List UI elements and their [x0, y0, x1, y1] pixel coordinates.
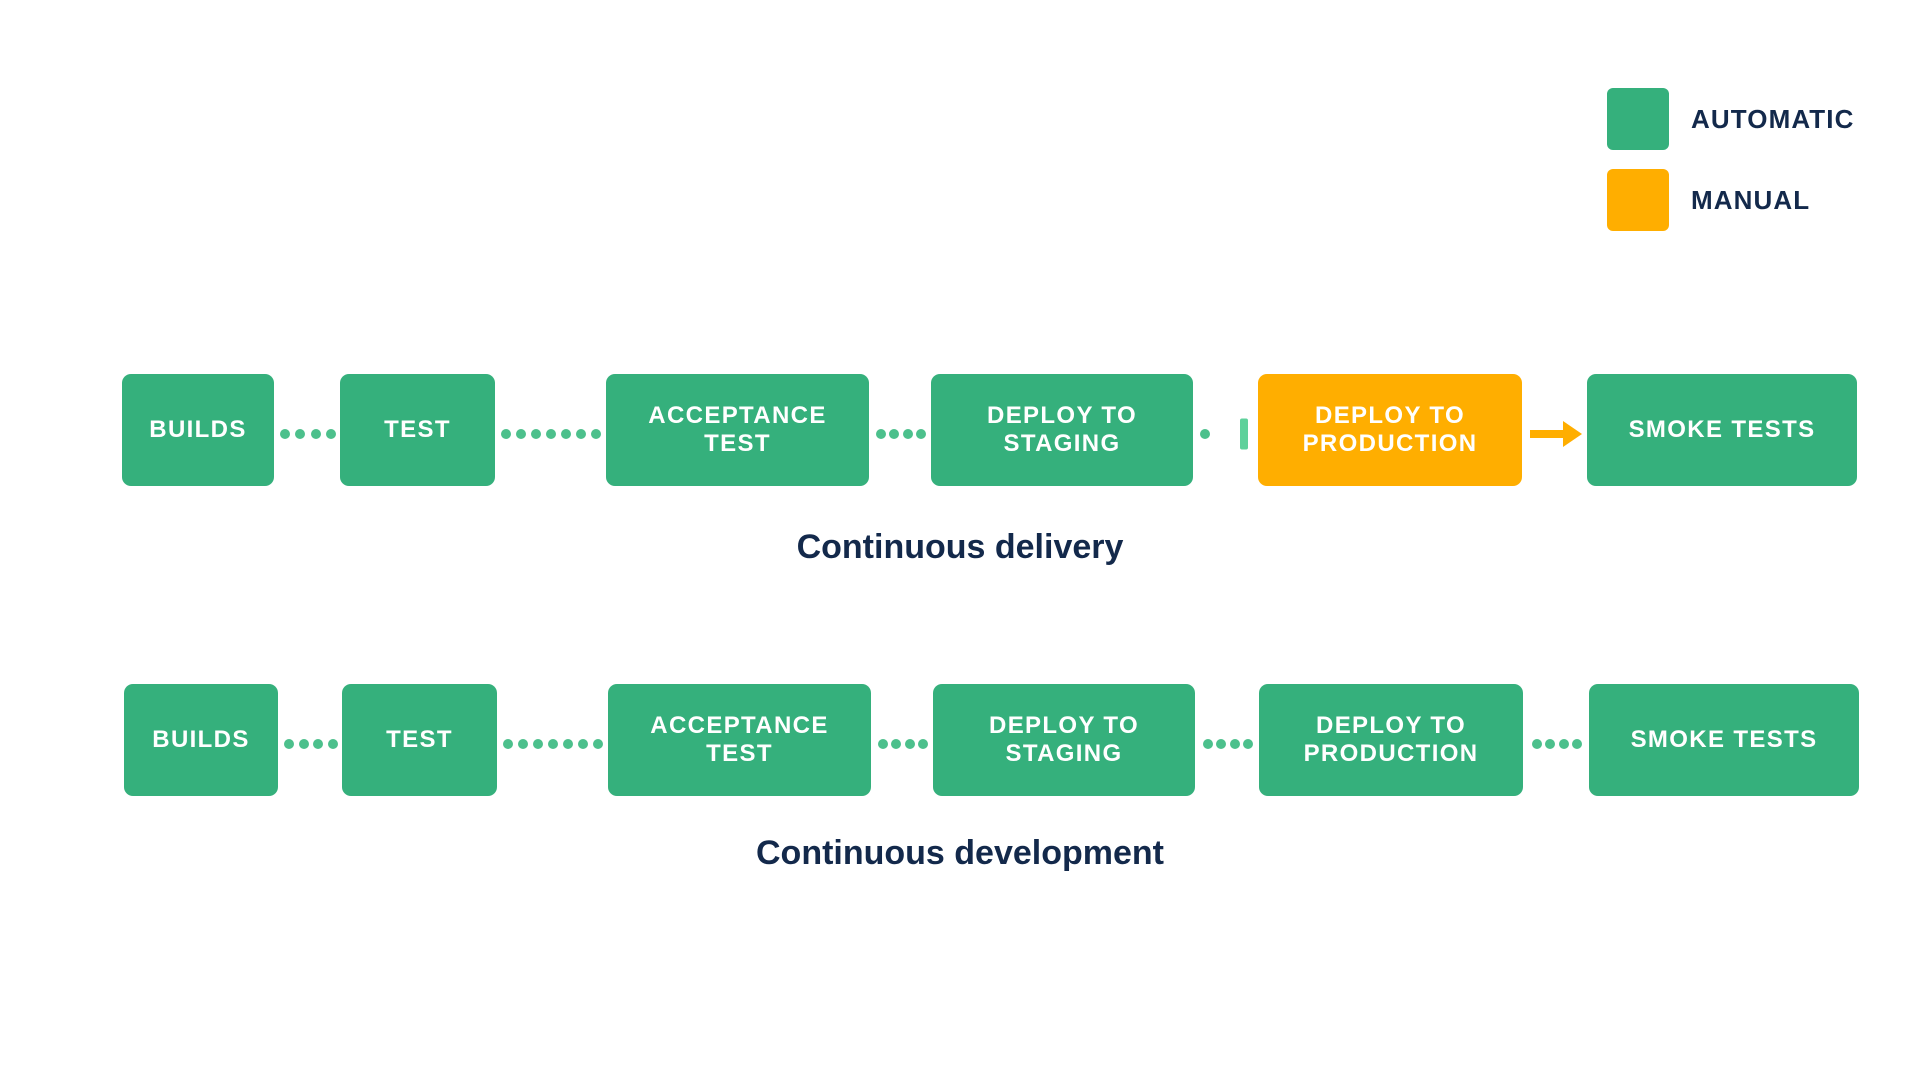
pipeline-stage-label: DEPLOY TO PRODUCTION [1302, 401, 1478, 457]
pipeline-stage-acceptance-test[interactable]: ACCEPTANCE TEST [606, 374, 869, 486]
connector-dot [915, 429, 926, 439]
pipeline-stage-label: DEPLOY TO PRODUCTION [1303, 711, 1479, 767]
pipeline-stage-test[interactable]: TEST [340, 374, 495, 486]
connector-dot [518, 739, 528, 749]
pipeline-stage-deploy-to-production[interactable]: DEPLOY TO PRODUCTION [1259, 684, 1523, 796]
connector-dot [876, 429, 886, 439]
connector-dot [878, 739, 888, 749]
orange-square-swatch-icon [1607, 169, 1669, 231]
connector-dot [548, 739, 558, 749]
pipeline-continuous-delivery: BUILDS TEST ACCEPTANCE TEST DEPLOY TO STAGI… [0, 374, 1920, 494]
connector-dot [576, 429, 586, 439]
connector-dotted [876, 428, 926, 440]
connector-dot [1229, 739, 1240, 749]
pipeline-stage-deploy-to-staging[interactable]: DEPLOY TO STAGING [931, 374, 1193, 486]
pipeline-stage-smoke-tests[interactable]: SMOKE TESTS [1587, 374, 1857, 486]
pipeline-stage-smoke-tests[interactable]: SMOKE TESTS [1589, 684, 1859, 796]
connector-dotted [1200, 428, 1252, 440]
connector-dotted [501, 428, 601, 440]
connector-dotted [280, 428, 336, 440]
connector-dotted [1532, 738, 1582, 750]
pipeline-stage-builds[interactable]: BUILDS [122, 374, 274, 486]
pipeline-stage-label: DEPLOY TO STAGING [987, 401, 1137, 457]
connector-dot [501, 429, 511, 439]
connector-arrow-icon [1530, 421, 1582, 447]
connector-dot [327, 739, 338, 749]
connector-dot [904, 739, 915, 749]
connector-dot [1200, 429, 1210, 439]
connector-dot [1558, 739, 1569, 749]
pipeline-stage-builds[interactable]: BUILDS [124, 684, 278, 796]
connector-dot [1532, 739, 1542, 749]
manual-gate-marker-icon [1240, 418, 1248, 450]
connector-dot [591, 429, 601, 439]
pipeline-stage-label: SMOKE TESTS [1628, 415, 1816, 443]
pipeline-stage-acceptance-test[interactable]: ACCEPTANCE TEST [608, 684, 871, 796]
connector-dot [1216, 739, 1227, 749]
connector-dot [280, 429, 290, 439]
connector-dotted [284, 738, 338, 750]
connector-dot [325, 429, 336, 439]
legend: AUTOMATIC MANUAL [1607, 88, 1854, 231]
arrow-shaft [1530, 430, 1563, 438]
connector-dot [889, 429, 900, 439]
connector-dot [531, 429, 541, 439]
pipeline-continuous-development: BUILDS TEST ACCEPTANCE TEST DEPLOY TO STAGI… [0, 684, 1920, 804]
connector-dot [578, 739, 588, 749]
connector-dotted [1203, 738, 1253, 750]
connector-dot [1242, 739, 1253, 749]
pipeline-stage-label: BUILDS [149, 415, 247, 443]
pipeline-stage-label: TEST [386, 725, 453, 753]
pipeline-stage-label: BUILDS [152, 725, 250, 753]
pipeline-stage-label: TEST [384, 415, 451, 443]
connector-dot [295, 429, 306, 439]
legend-item-manual: MANUAL [1607, 169, 1854, 231]
pipeline-stage-label: SMOKE TESTS [1630, 725, 1818, 753]
pipeline-caption-continuous-development: Continuous development [756, 834, 1164, 872]
connector-dot [563, 739, 573, 749]
connector-dot [1545, 739, 1556, 749]
pipeline-stage-label: ACCEPTANCE TEST [648, 401, 827, 457]
connector-dotted [503, 738, 603, 750]
connector-dot [1571, 739, 1582, 749]
green-square-swatch-icon [1607, 88, 1669, 150]
connector-dot [561, 429, 571, 439]
connector-dot [546, 429, 556, 439]
connector-dot [503, 739, 513, 749]
legend-label-manual: MANUAL [1691, 184, 1811, 215]
pipeline-stage-label: DEPLOY TO STAGING [989, 711, 1139, 767]
pipeline-stage-deploy-to-staging[interactable]: DEPLOY TO STAGING [933, 684, 1195, 796]
connector-dot [593, 739, 603, 749]
connector-dot [310, 429, 321, 439]
connector-dot [1203, 739, 1213, 749]
connector-dot [917, 739, 928, 749]
connector-dot [891, 739, 902, 749]
legend-item-automatic: AUTOMATIC [1607, 88, 1854, 150]
pipeline-caption-continuous-delivery: Continuous delivery [796, 528, 1124, 566]
connector-dot [533, 739, 543, 749]
connector-dot [902, 429, 913, 439]
legend-label-automatic: AUTOMATIC [1691, 103, 1855, 134]
connector-dot [313, 739, 324, 749]
arrow-head [1563, 421, 1582, 447]
connector-dot [284, 739, 294, 749]
pipeline-stage-test[interactable]: TEST [342, 684, 497, 796]
pipeline-stage-deploy-to-production[interactable]: DEPLOY TO PRODUCTION [1258, 374, 1522, 486]
connector-dotted [878, 738, 928, 750]
connector-dot [298, 739, 309, 749]
pipeline-stage-label: ACCEPTANCE TEST [650, 711, 829, 767]
connector-dot [516, 429, 526, 439]
